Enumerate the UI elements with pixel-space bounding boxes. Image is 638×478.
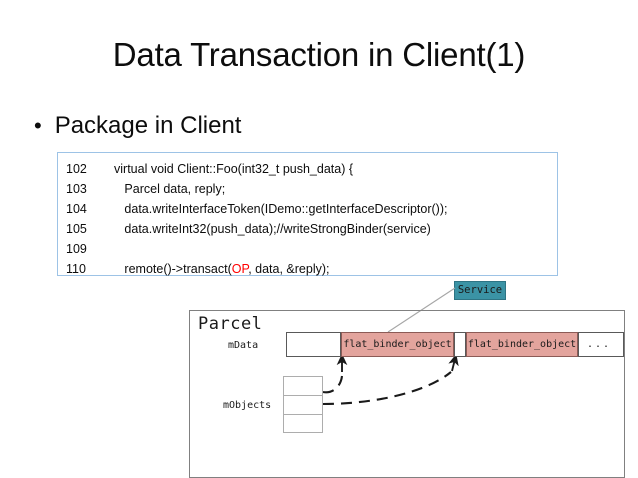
mdata-label: mData [228,340,259,351]
mobjects-label: mObjects [223,400,272,411]
service-node: Service [454,281,506,300]
code-line-number: 104 [66,202,87,216]
code-line-source: Parcel data, reply; [114,182,226,196]
code-line-source: data.writeInterfaceToken(IDemo::getInter… [114,202,448,216]
code-line-source: data.writeInt32(push_data);//writeStrong… [114,222,431,236]
code-line-number: 103 [66,182,87,196]
mdata-array: flat_binder_object flat_binder_object ..… [286,332,624,357]
mobjects-cell [283,395,323,414]
mobjects-array [283,376,323,433]
mobjects-cell [283,376,323,395]
code-line: 109 [58,239,557,259]
code-line-number: 105 [66,222,87,236]
code-line-number: 110 [66,262,86,276]
mobjects-cell [283,414,323,433]
code-line: 102 virtual void Client::Foo(int32_t pus… [58,159,557,179]
code-block: 102 virtual void Client::Foo(int32_t pus… [57,152,558,276]
bullet-item-label: Package in Client [54,112,242,139]
mdata-cell-empty [286,332,341,357]
mdata-cell-flat-binder-object: flat_binder_object [341,332,454,357]
code-line-source: remote()->transact(OP, data, &reply); [114,262,330,276]
code-line-number: 109 [66,242,87,256]
bullet-item: • Package in Client [34,112,241,140]
code-line-source: virtual void Client::Foo(int32_t push_da… [114,162,354,176]
code-line: 110 remote()->transact(OP, data, &reply)… [58,259,557,279]
code-line: 105 data.writeInt32(push_data);//writeSt… [58,219,557,239]
page-title: Data Transaction in Client(1) [112,36,526,73]
mdata-cell-flat-binder-object: flat_binder_object [466,332,578,357]
code-line: 103 Parcel data, reply; [58,179,557,199]
mdata-cell-ellipsis: ... [578,332,624,357]
code-line-number: 102 [66,162,87,176]
parcel-title: Parcel [198,314,263,334]
code-line: 104 data.writeInterfaceToken(IDemo::getI… [58,199,557,219]
mdata-cell-gap [454,332,466,357]
bullet-dot-icon: • [34,113,42,138]
code-line-source [106,239,557,259]
